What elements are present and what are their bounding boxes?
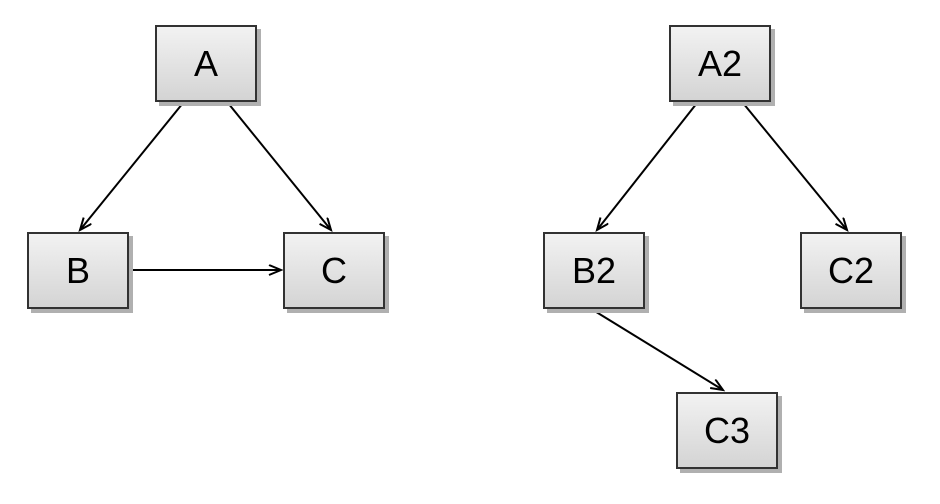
node-label-B: B [65,249,90,291]
edge-B2-C3 [592,309,723,390]
node-label-B2: B2 [571,249,617,291]
node-B2[interactable]: B2 [543,232,645,309]
node-label-A2: A2 [697,42,743,84]
node-A[interactable]: A [155,25,257,102]
edge-A2-B2 [597,102,698,230]
node-A2[interactable]: A2 [669,25,771,102]
node-C[interactable]: C [283,232,385,309]
node-label-C3: C3 [703,409,751,451]
node-label-C: C [321,249,347,291]
edge-A2-C2 [742,102,847,230]
node-label-C2: C2 [827,249,875,291]
edge-A-C [227,102,331,230]
node-C2[interactable]: C2 [800,232,902,309]
node-label-A: A [193,42,218,84]
edge-A-B [80,102,184,230]
node-C3[interactable]: C3 [676,392,778,469]
node-B[interactable]: B [27,232,129,309]
